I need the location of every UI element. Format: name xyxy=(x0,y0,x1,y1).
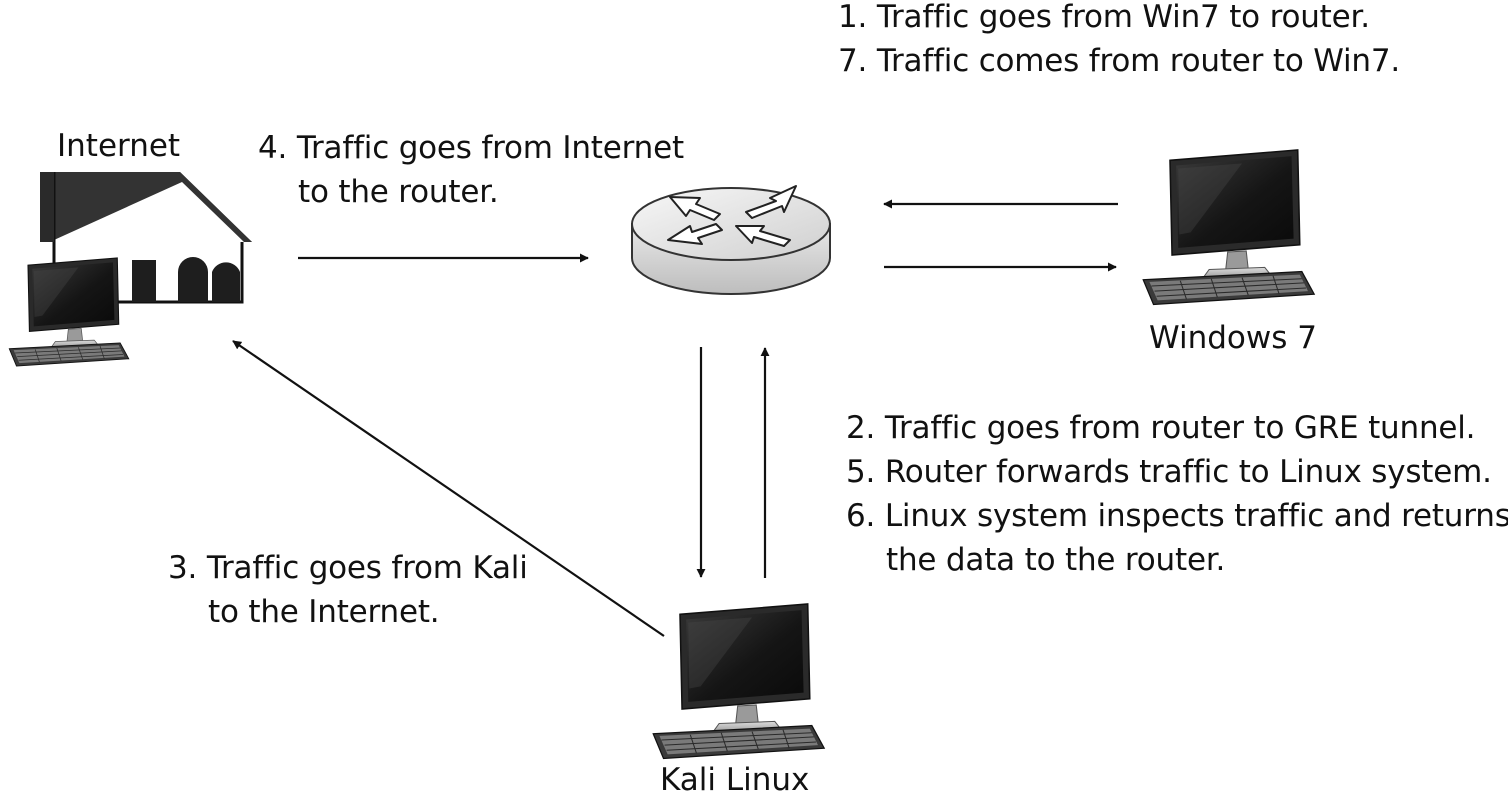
note-step-3-cont: to the Internet. xyxy=(208,594,440,630)
note-kali-internet: 3. Traffic goes from Kali to the Interne… xyxy=(168,546,528,634)
note-step-4-cont: to the router. xyxy=(298,174,499,210)
internet-label: Internet xyxy=(57,128,181,164)
note-step-1: 1. Traffic goes from Win7 to router. xyxy=(838,0,1370,35)
note-win7-router: 1. Traffic goes from Win7 to router. 7. … xyxy=(838,0,1400,83)
arrow-kali-to-internet xyxy=(232,340,665,637)
kali-label: Kali Linux xyxy=(660,762,810,798)
note-step-5: 5. Router forwards traffic to Linux syst… xyxy=(846,454,1492,490)
note-router-kali: 2. Traffic goes from router to GRE tunne… xyxy=(846,406,1508,582)
house-icon xyxy=(40,172,252,304)
windows7-computer-icon xyxy=(1142,149,1315,306)
router-icon xyxy=(631,185,831,295)
note-step-6-cont: the data to the router. xyxy=(886,542,1226,578)
internet-computer-icon xyxy=(8,257,130,367)
note-internet-router: 4. Traffic goes from Internet to the rou… xyxy=(258,126,684,214)
kali-computer-icon xyxy=(652,603,825,760)
note-step-2: 2. Traffic goes from router to GRE tunne… xyxy=(846,410,1476,446)
note-step-4: 4. Traffic goes from Internet xyxy=(258,130,684,166)
note-step-6: 6. Linux system inspects traffic and ret… xyxy=(846,498,1508,534)
note-step-7: 7. Traffic comes from router to Win7. xyxy=(838,43,1401,79)
note-step-3: 3. Traffic goes from Kali xyxy=(168,550,528,586)
windows7-label: Windows 7 xyxy=(1149,320,1317,356)
